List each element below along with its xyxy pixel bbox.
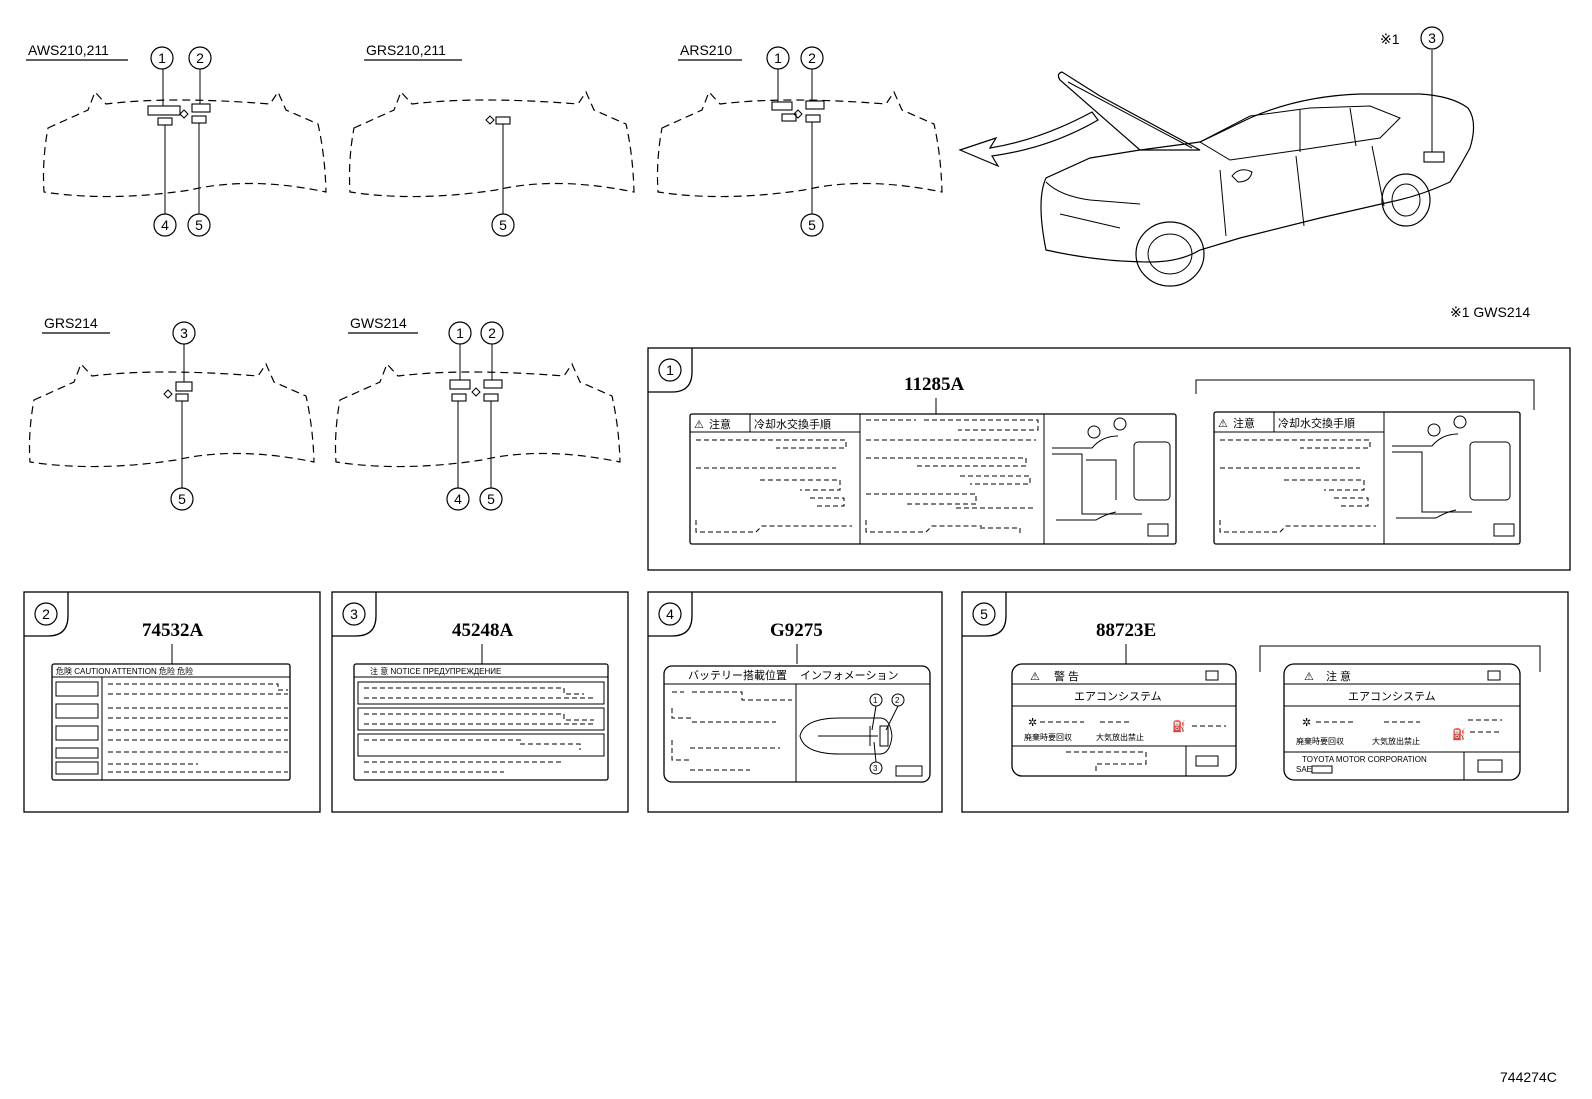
hood-grs214: GRS214 3 5 [28,315,315,511]
callout-2: 2 [196,50,204,66]
sticker-5b-title: 注 意 [1326,669,1351,683]
hood-aws210-211: AWS210,211 1 2 4 5 [26,42,327,237]
sticker-4-header-left: バッテリー搭載位置 [688,668,787,682]
svg-text:✲: ✲ [1028,717,1037,729]
sticker-5a-no-release: 大気放出禁止 [1096,732,1144,742]
svg-text:2: 2 [895,696,900,705]
sticker-2-header: 危険 CAUTION ATTENTION 危险 危险 [56,666,193,676]
callout-1: 1 [774,50,782,66]
callout-1: 1 [456,325,464,341]
car-illustration: ※1 3 [958,26,1475,287]
callout-4: 4 [454,491,462,507]
svg-text:⚠: ⚠ [694,419,704,431]
callout-1: 1 [666,362,674,378]
variant-label-grs210-211: GRS210,211 [366,42,446,58]
svg-text:⛽: ⛽ [1172,720,1186,733]
sticker-5a-recover: 廃棄時要回収 [1024,732,1072,742]
svg-text:3: 3 [873,764,878,773]
label-code-88723e: 88723E [1096,620,1156,641]
sticker-1a-subtitle: 冷却水交換手順 [754,417,831,431]
label-box-5: 5 88723E ⚠ 警 告 エアコンシステム ✲ 廃棄時要回収 大気放出禁止 … [961,591,1569,813]
illustration-ref-code: 744274C [1500,1069,1557,1085]
sticker-5a-system: エアコンシステム [1074,690,1162,703]
label-box-1: 1 11285A ⚠ 注意 冷却水交換手順 ⚠ 注意 冷却水交換手順 [647,347,1571,571]
callout-5: 5 [487,491,495,507]
variant-label-gws214: GWS214 [350,315,407,331]
note-gws214: ※1 GWS214 [1450,304,1530,320]
sticker-1b-title: 注意 [1233,416,1255,430]
sticker-5b-recover: 廃棄時要回収 [1296,736,1344,746]
callout-3: 3 [350,606,358,622]
sticker-4-header-right: インフォメーション [800,670,898,682]
sticker-1a-title: 注意 [709,417,731,431]
hood-gws214: GWS214 1 2 4 5 [334,315,621,511]
svg-text:✲: ✲ [1302,717,1311,729]
variant-label-ars210: ARS210 [680,42,732,58]
sticker-5a-title: 警 告 [1054,669,1079,683]
sticker-5b-maker: TOYOTA MOTOR CORPORATION [1302,755,1427,764]
variant-label-aws210-211: AWS210,211 [28,42,109,58]
callout-5: 5 [499,217,507,233]
callout-5: 5 [195,217,203,233]
sticker-5b-system: エアコンシステム [1348,690,1436,703]
sticker-3-header: 注 意 NOTICE ПРЕДУПРЕЖДЕНИЕ [370,666,501,676]
callout-3: 3 [1428,30,1436,46]
callout-1: 1 [158,50,166,66]
callout-5: 5 [808,217,816,233]
svg-text:1: 1 [873,696,878,705]
hood-ars210: ARS210 1 2 5 [656,42,943,237]
label-code-45248a: 45248A [452,620,514,641]
svg-text:⛽: ⛽ [1452,728,1466,741]
callout-2: 2 [488,325,496,341]
label-box-3: 3 45248A 注 意 NOTICE ПРЕДУПРЕЖДЕНИЕ [331,591,629,813]
label-box-4: 4 G9275 バッテリー搭載位置 インフォメーション 1 2 3 [647,591,943,813]
callout-5: 5 [178,491,186,507]
callout-5: 5 [980,606,988,622]
svg-text:⚠: ⚠ [1218,418,1228,430]
callout-3: 3 [180,325,188,341]
label-code-11285a: 11285A [904,374,964,395]
sticker-1b-subtitle: 冷却水交換手順 [1278,416,1355,430]
variant-label-grs214: GRS214 [44,315,98,331]
callout-4: 4 [666,606,674,622]
callout-2: 2 [42,606,50,622]
sticker-5b-sae: SAE [1296,765,1312,774]
label-box-2: 2 74532A 危険 CAUTION ATTENTION 危险 危险 [23,591,321,813]
label-code-g9275: G9275 [770,620,823,641]
sticker-5b-no-release: 大気放出禁止 [1372,736,1420,746]
callout-4: 4 [161,217,169,233]
hood-grs210-211: GRS210,211 5 [348,42,635,237]
svg-text:⚠: ⚠ [1030,671,1040,683]
label-code-74532a: 74532A [142,620,204,641]
callout-2: 2 [808,50,816,66]
car-note-mark: ※1 [1380,31,1400,47]
svg-text:⚠: ⚠ [1304,671,1314,683]
